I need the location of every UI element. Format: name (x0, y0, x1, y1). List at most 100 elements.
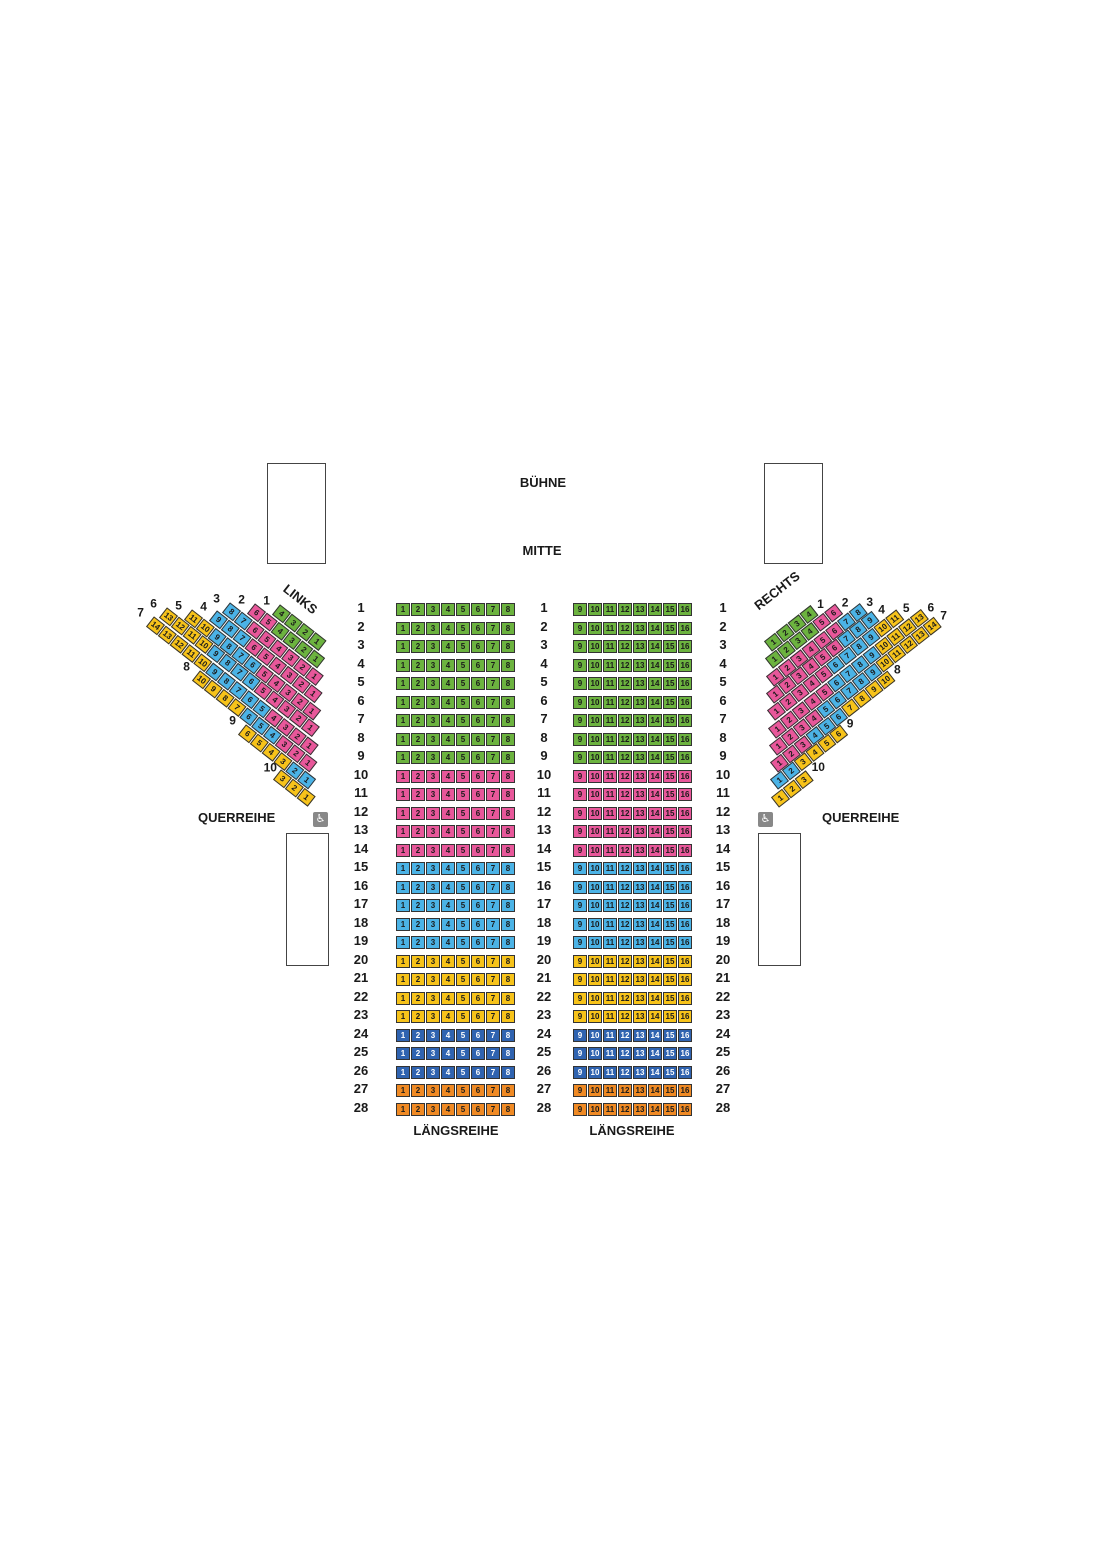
wing-row-number: 1 (817, 596, 824, 611)
right-section-label: RECHTS (751, 568, 803, 614)
seat: 6 (471, 1010, 485, 1023)
seat: 3 (426, 954, 440, 968)
seat: 1 (396, 603, 410, 616)
seat: 12 (618, 1065, 632, 1079)
seat: 16 (678, 603, 692, 616)
row-number: 3 (540, 637, 548, 652)
seat: 13 (633, 714, 647, 727)
seat: 12 (618, 954, 632, 968)
seat: 1 (396, 917, 410, 931)
row-number: 11 (716, 785, 730, 800)
row-number: 3 (357, 637, 365, 652)
seat: 2 (411, 1102, 425, 1116)
seat: 2 (411, 769, 425, 783)
seat: 2 (411, 973, 425, 986)
seat: 15 (663, 862, 677, 875)
seat: 4 (441, 954, 455, 968)
seat: 16 (678, 769, 692, 783)
seat: 14 (648, 1084, 662, 1097)
seat: 7 (486, 1047, 500, 1060)
seat: 7 (486, 991, 500, 1005)
seat: 12 (618, 806, 632, 820)
seat: 13 (633, 1084, 647, 1097)
seat: 3 (426, 1010, 440, 1023)
row-number: 27 (715, 1081, 731, 1096)
seat: 6 (471, 880, 485, 894)
seat: 2 (411, 1065, 425, 1079)
right-upper-box (764, 463, 823, 564)
seat: 12 (618, 991, 632, 1005)
seat: 2 (411, 917, 425, 931)
seat: 10 (588, 1065, 602, 1079)
seat: 8 (501, 917, 515, 931)
seat: 15 (663, 695, 677, 709)
seat: 6 (471, 714, 485, 727)
seat: 4 (441, 732, 455, 746)
row-number: 19 (353, 933, 369, 948)
seat: 16 (678, 862, 692, 875)
row-number: 24 (536, 1025, 552, 1041)
row-number: 11 (354, 785, 368, 800)
seat: 16 (678, 973, 692, 986)
seat: 16 (678, 806, 692, 820)
seat: 4 (441, 751, 455, 764)
seat: 3 (426, 714, 440, 727)
row-number: 18 (715, 914, 731, 930)
seat: 1 (396, 843, 410, 857)
seat: 16 (678, 1010, 692, 1023)
wing-row-number: 3 (865, 594, 873, 609)
seat: 10 (588, 1010, 602, 1023)
seat: 15 (663, 973, 677, 986)
seat: 13 (633, 658, 647, 672)
seat: 14 (648, 677, 662, 690)
seat: 5 (456, 640, 470, 653)
seat: 11 (603, 714, 617, 727)
seat: 15 (663, 899, 677, 912)
seat: 15 (663, 1084, 677, 1097)
seat: 5 (456, 991, 470, 1005)
seat: 9 (573, 1065, 587, 1079)
seat: 15 (663, 1010, 677, 1023)
seat: 1 (396, 1010, 410, 1023)
stage-label: BÜHNE (519, 475, 567, 490)
seat: 12 (618, 1010, 632, 1023)
seat: 7 (486, 658, 500, 672)
seat: 2 (411, 732, 425, 746)
seat: 1 (396, 1084, 410, 1097)
seat: 2 (411, 843, 425, 857)
seat: 3 (426, 973, 440, 986)
seat: 9 (573, 1084, 587, 1097)
seat: 7 (486, 1065, 500, 1079)
seat: 14 (648, 880, 662, 894)
seat: 2 (411, 695, 425, 709)
seat: 15 (663, 936, 677, 949)
seat: 15 (663, 769, 677, 783)
seat: 12 (618, 825, 632, 838)
seat: 6 (471, 695, 485, 709)
wing-row-number: 10 (263, 760, 277, 775)
seat: 6 (471, 899, 485, 912)
seat: 13 (633, 603, 647, 616)
seat: 6 (471, 973, 485, 986)
seat: 5 (456, 825, 470, 838)
seat: 6 (471, 1028, 485, 1042)
seat: 9 (573, 788, 587, 801)
seat: 16 (678, 1047, 692, 1060)
seat: 1 (396, 658, 410, 672)
seat: 1 (396, 880, 410, 894)
seat: 9 (573, 658, 587, 672)
seat: 5 (456, 751, 470, 764)
seat: 6 (471, 806, 485, 820)
seat: 9 (573, 843, 587, 857)
seat: 16 (678, 677, 692, 690)
seat: 16 (678, 991, 692, 1005)
row-number: 14 (715, 840, 731, 856)
